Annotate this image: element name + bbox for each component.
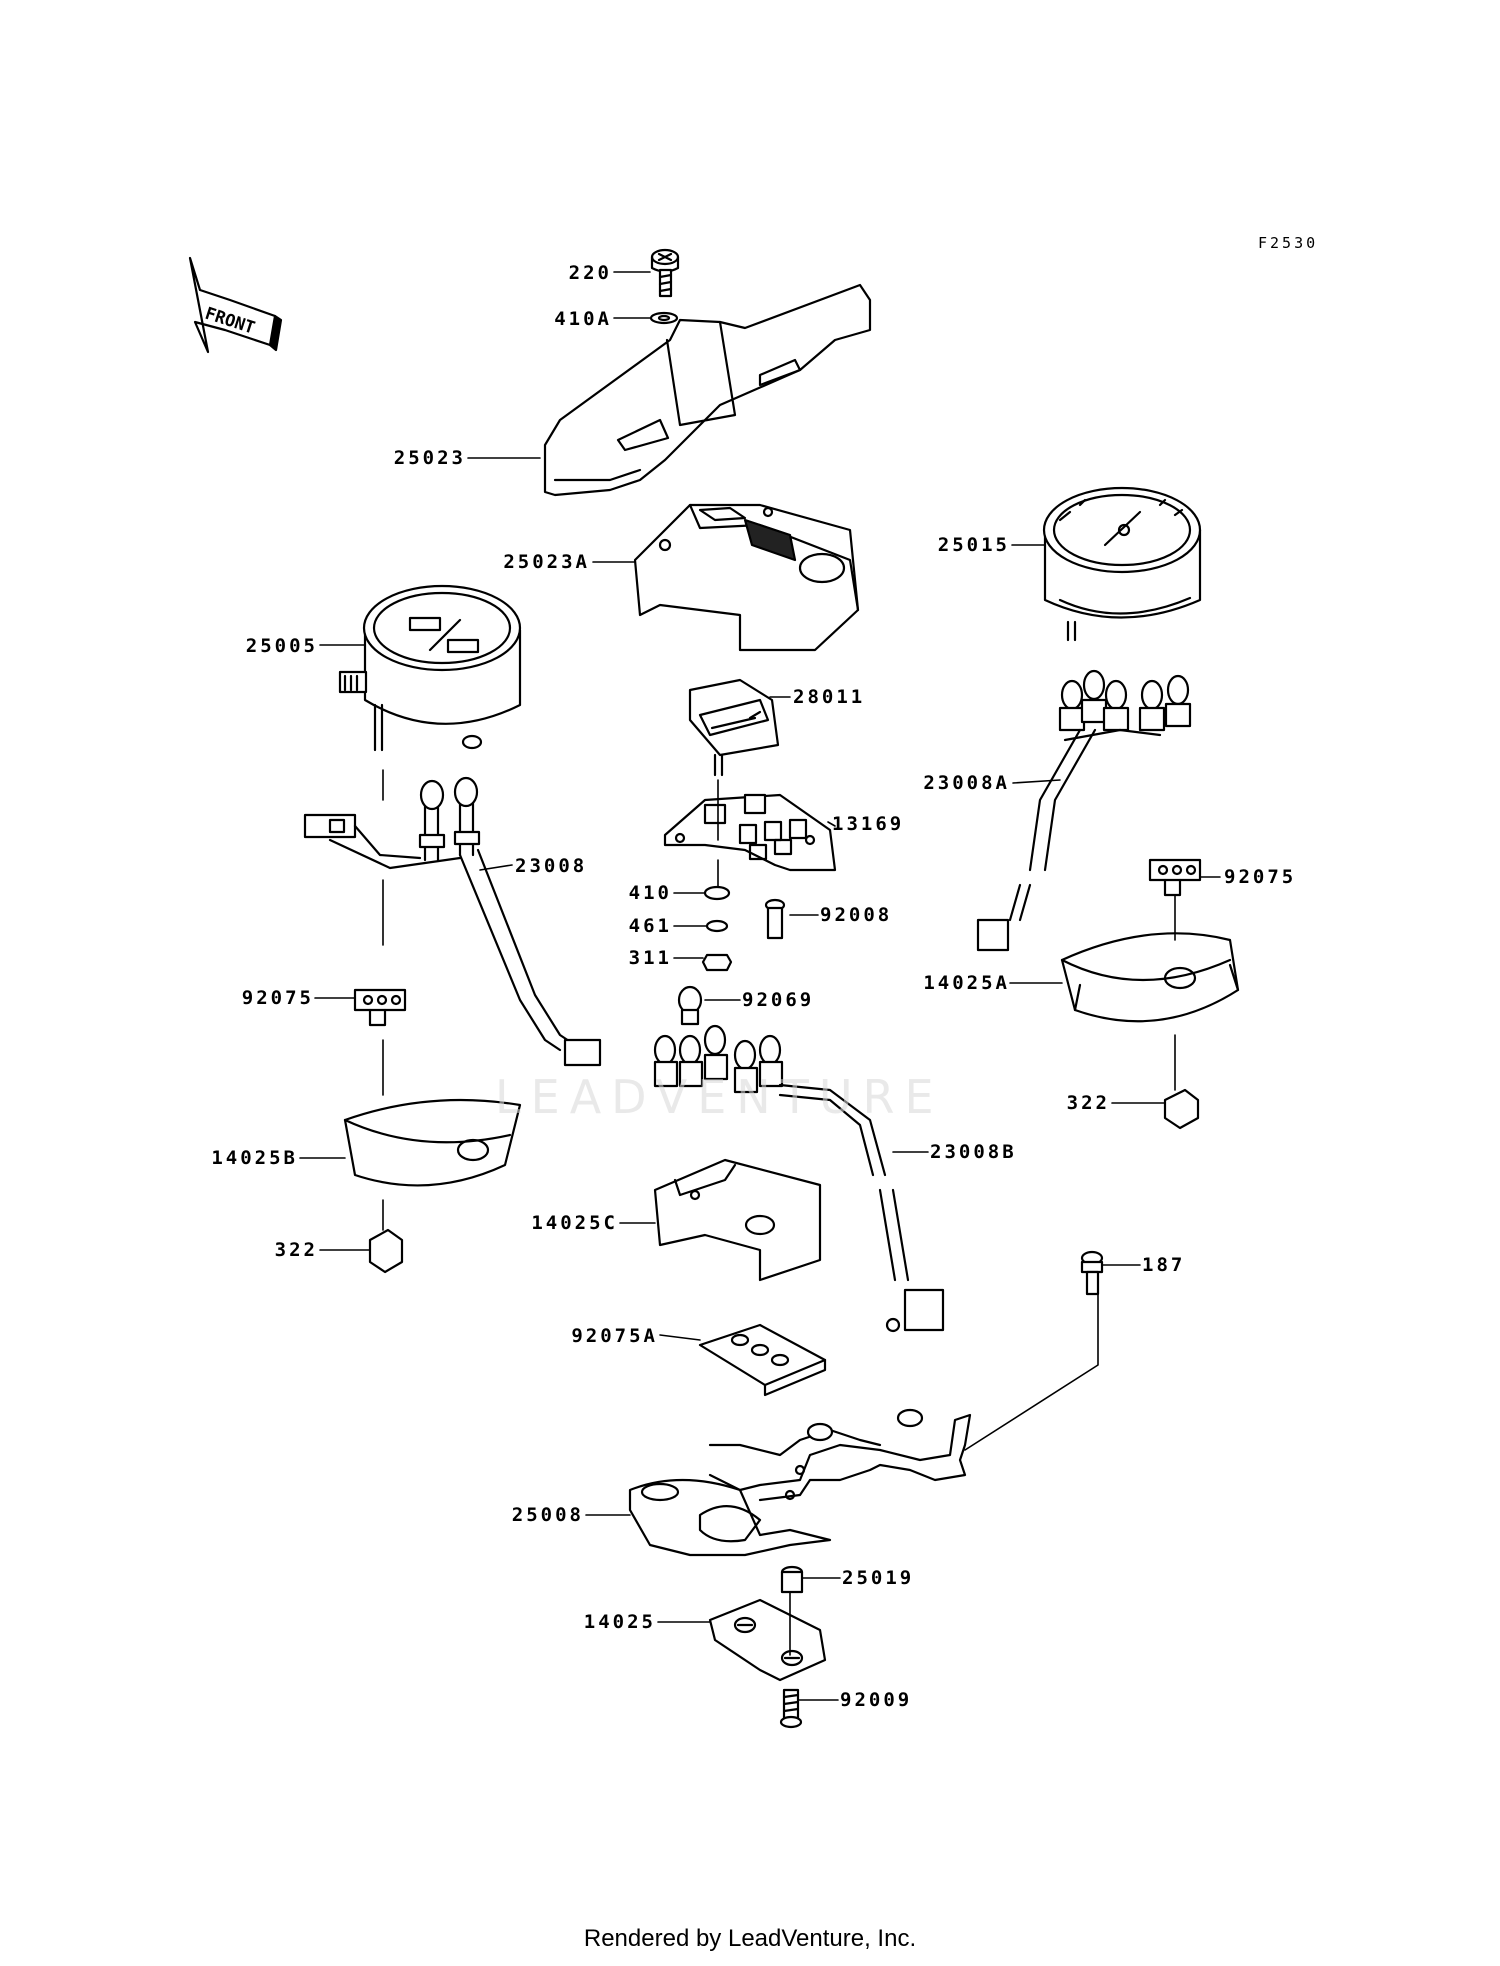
- label-92009[interactable]: 92009: [840, 1689, 913, 1711]
- nut-322-right-icon: [1163, 1088, 1200, 1130]
- bulb-92069-icon: [677, 985, 703, 1026]
- bracket-25008-icon: [628, 1408, 972, 1557]
- screw-92008-icon: [764, 898, 786, 940]
- label-13169[interactable]: 13169: [832, 813, 905, 835]
- label-461[interactable]: 461: [628, 915, 672, 937]
- screw-92009-icon: [779, 1688, 803, 1729]
- grommet-92075-right-icon: [1148, 858, 1202, 897]
- washer-410-icon: [703, 885, 731, 901]
- nut-311-icon: [701, 953, 733, 972]
- label-92075-left[interactable]: 92075: [241, 987, 314, 1009]
- label-25023a[interactable]: 25023A: [503, 551, 590, 573]
- label-92075a[interactable]: 92075A: [571, 1325, 658, 1347]
- label-25008[interactable]: 25008: [511, 1504, 584, 1526]
- label-322-left[interactable]: 322: [274, 1239, 318, 1261]
- footer-credit: Rendered by LeadVenture, Inc.: [583, 1925, 917, 1952]
- label-187[interactable]: 187: [1142, 1254, 1186, 1276]
- case-14025-icon: [708, 1598, 827, 1682]
- label-23008b[interactable]: 23008B: [930, 1141, 1017, 1163]
- label-25005[interactable]: 25005: [245, 635, 318, 657]
- nut-322-left-icon: [368, 1228, 404, 1274]
- grommet-92075-left-icon: [353, 988, 407, 1027]
- pad-92075a-icon: [698, 1323, 827, 1397]
- washer-410a-icon: [649, 311, 679, 325]
- label-14025a[interactable]: 14025A: [923, 972, 1010, 994]
- washer-461-icon: [705, 919, 729, 933]
- label-25015[interactable]: 25015: [937, 534, 1010, 556]
- case-14025a-icon: [1060, 932, 1240, 1023]
- case-14025b-icon: [343, 1098, 522, 1187]
- harness-23008-icon: [303, 776, 602, 1067]
- label-14025b[interactable]: 14025B: [211, 1147, 298, 1169]
- socket-plate-13169-icon: [663, 793, 837, 872]
- label-25023[interactable]: 25023: [393, 447, 466, 469]
- label-322-right[interactable]: 322: [1066, 1092, 1110, 1114]
- label-92075-right[interactable]: 92075: [1224, 866, 1297, 888]
- speedometer-25005-icon: [338, 584, 522, 752]
- washer-410a-hole-icon: [657, 314, 671, 322]
- figure-code: F2530: [1258, 234, 1319, 252]
- label-92008[interactable]: 92008: [820, 904, 893, 926]
- grommet-25019-icon: [780, 1565, 804, 1594]
- label-23008[interactable]: 23008: [515, 855, 588, 877]
- label-23008a[interactable]: 23008A: [923, 772, 1010, 794]
- label-14025c[interactable]: 14025C: [531, 1212, 618, 1234]
- harness-23008b-icon: [653, 1024, 945, 1333]
- label-410a[interactable]: 410A: [554, 308, 612, 330]
- tachometer-25015-icon: [1042, 486, 1202, 642]
- label-28011[interactable]: 28011: [793, 686, 866, 708]
- case-14025c-icon: [653, 1158, 822, 1282]
- harness-23008a-icon: [976, 669, 1192, 952]
- screw-220-icon: [650, 248, 680, 298]
- meter-cover-25023-icon: [543, 283, 872, 497]
- leader-lines: [299, 271, 1221, 1701]
- watermark-text: LEADVENTURE: [495, 1070, 944, 1124]
- label-220[interactable]: 220: [568, 262, 612, 284]
- label-25019[interactable]: 25019: [842, 1567, 915, 1589]
- upper-case-25023a-icon: [633, 503, 860, 652]
- label-311[interactable]: 311: [628, 947, 672, 969]
- label-14025[interactable]: 14025: [583, 1611, 656, 1633]
- front-arrow-icon: FRONT: [188, 256, 283, 354]
- bolt-187-icon: [1080, 1250, 1104, 1296]
- label-92069[interactable]: 92069: [742, 989, 815, 1011]
- gauge-28011-icon: [688, 678, 780, 777]
- label-410[interactable]: 410: [628, 882, 672, 904]
